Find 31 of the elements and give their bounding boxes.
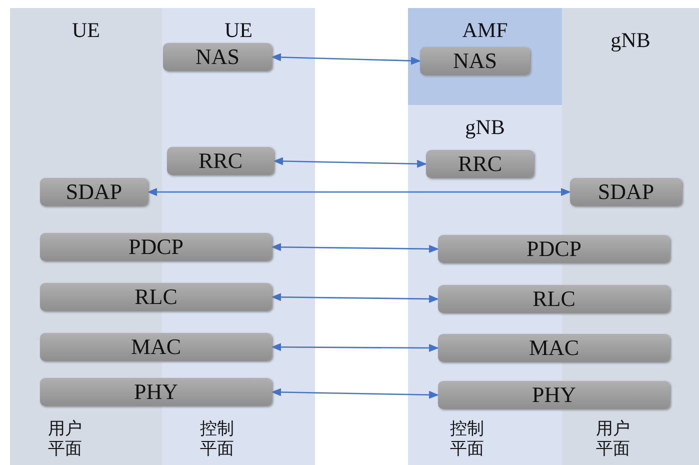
column-heading: UE (224, 18, 252, 43)
protocol-layer-box: PDCP (40, 233, 272, 261)
protocol-layer-box: RRC (426, 150, 534, 178)
protocol-layer-box: NAS (420, 47, 530, 75)
protocol-layer-box: SDAP (570, 178, 682, 206)
double-arrow (271, 388, 439, 399)
protocol-layer-box: MAC (40, 333, 272, 361)
plane-label: 用户平面 (596, 419, 631, 459)
protocol-layer-box: NAS (163, 43, 272, 71)
protocol-layer-box: PHY (40, 378, 272, 406)
double-arrow (273, 157, 427, 168)
column-heading: UE (72, 18, 100, 43)
protocol-layer-box: MAC (438, 334, 670, 362)
protocol-layer-box: PHY (438, 381, 670, 409)
column-heading: gNB (465, 115, 505, 140)
protocol-layer-box: SDAP (40, 178, 148, 206)
plane-label: 控制平面 (450, 419, 485, 459)
double-arrow (271, 343, 439, 352)
protocol-layer-box: RRC (167, 147, 274, 175)
column-heading: gNB (610, 28, 650, 53)
protocol-layer-box: RLC (40, 283, 272, 311)
protocol-layer-box: PDCP (438, 235, 670, 263)
plane-label: 用户平面 (48, 419, 83, 459)
protocol-layer-box: RLC (438, 285, 670, 313)
column-heading: AMF (462, 18, 508, 43)
double-arrow (271, 53, 421, 65)
plane-label: 控制平面 (200, 419, 235, 459)
double-arrow (271, 243, 439, 253)
column-band (408, 8, 562, 105)
double-arrow (271, 293, 439, 303)
double-arrow (147, 188, 571, 196)
